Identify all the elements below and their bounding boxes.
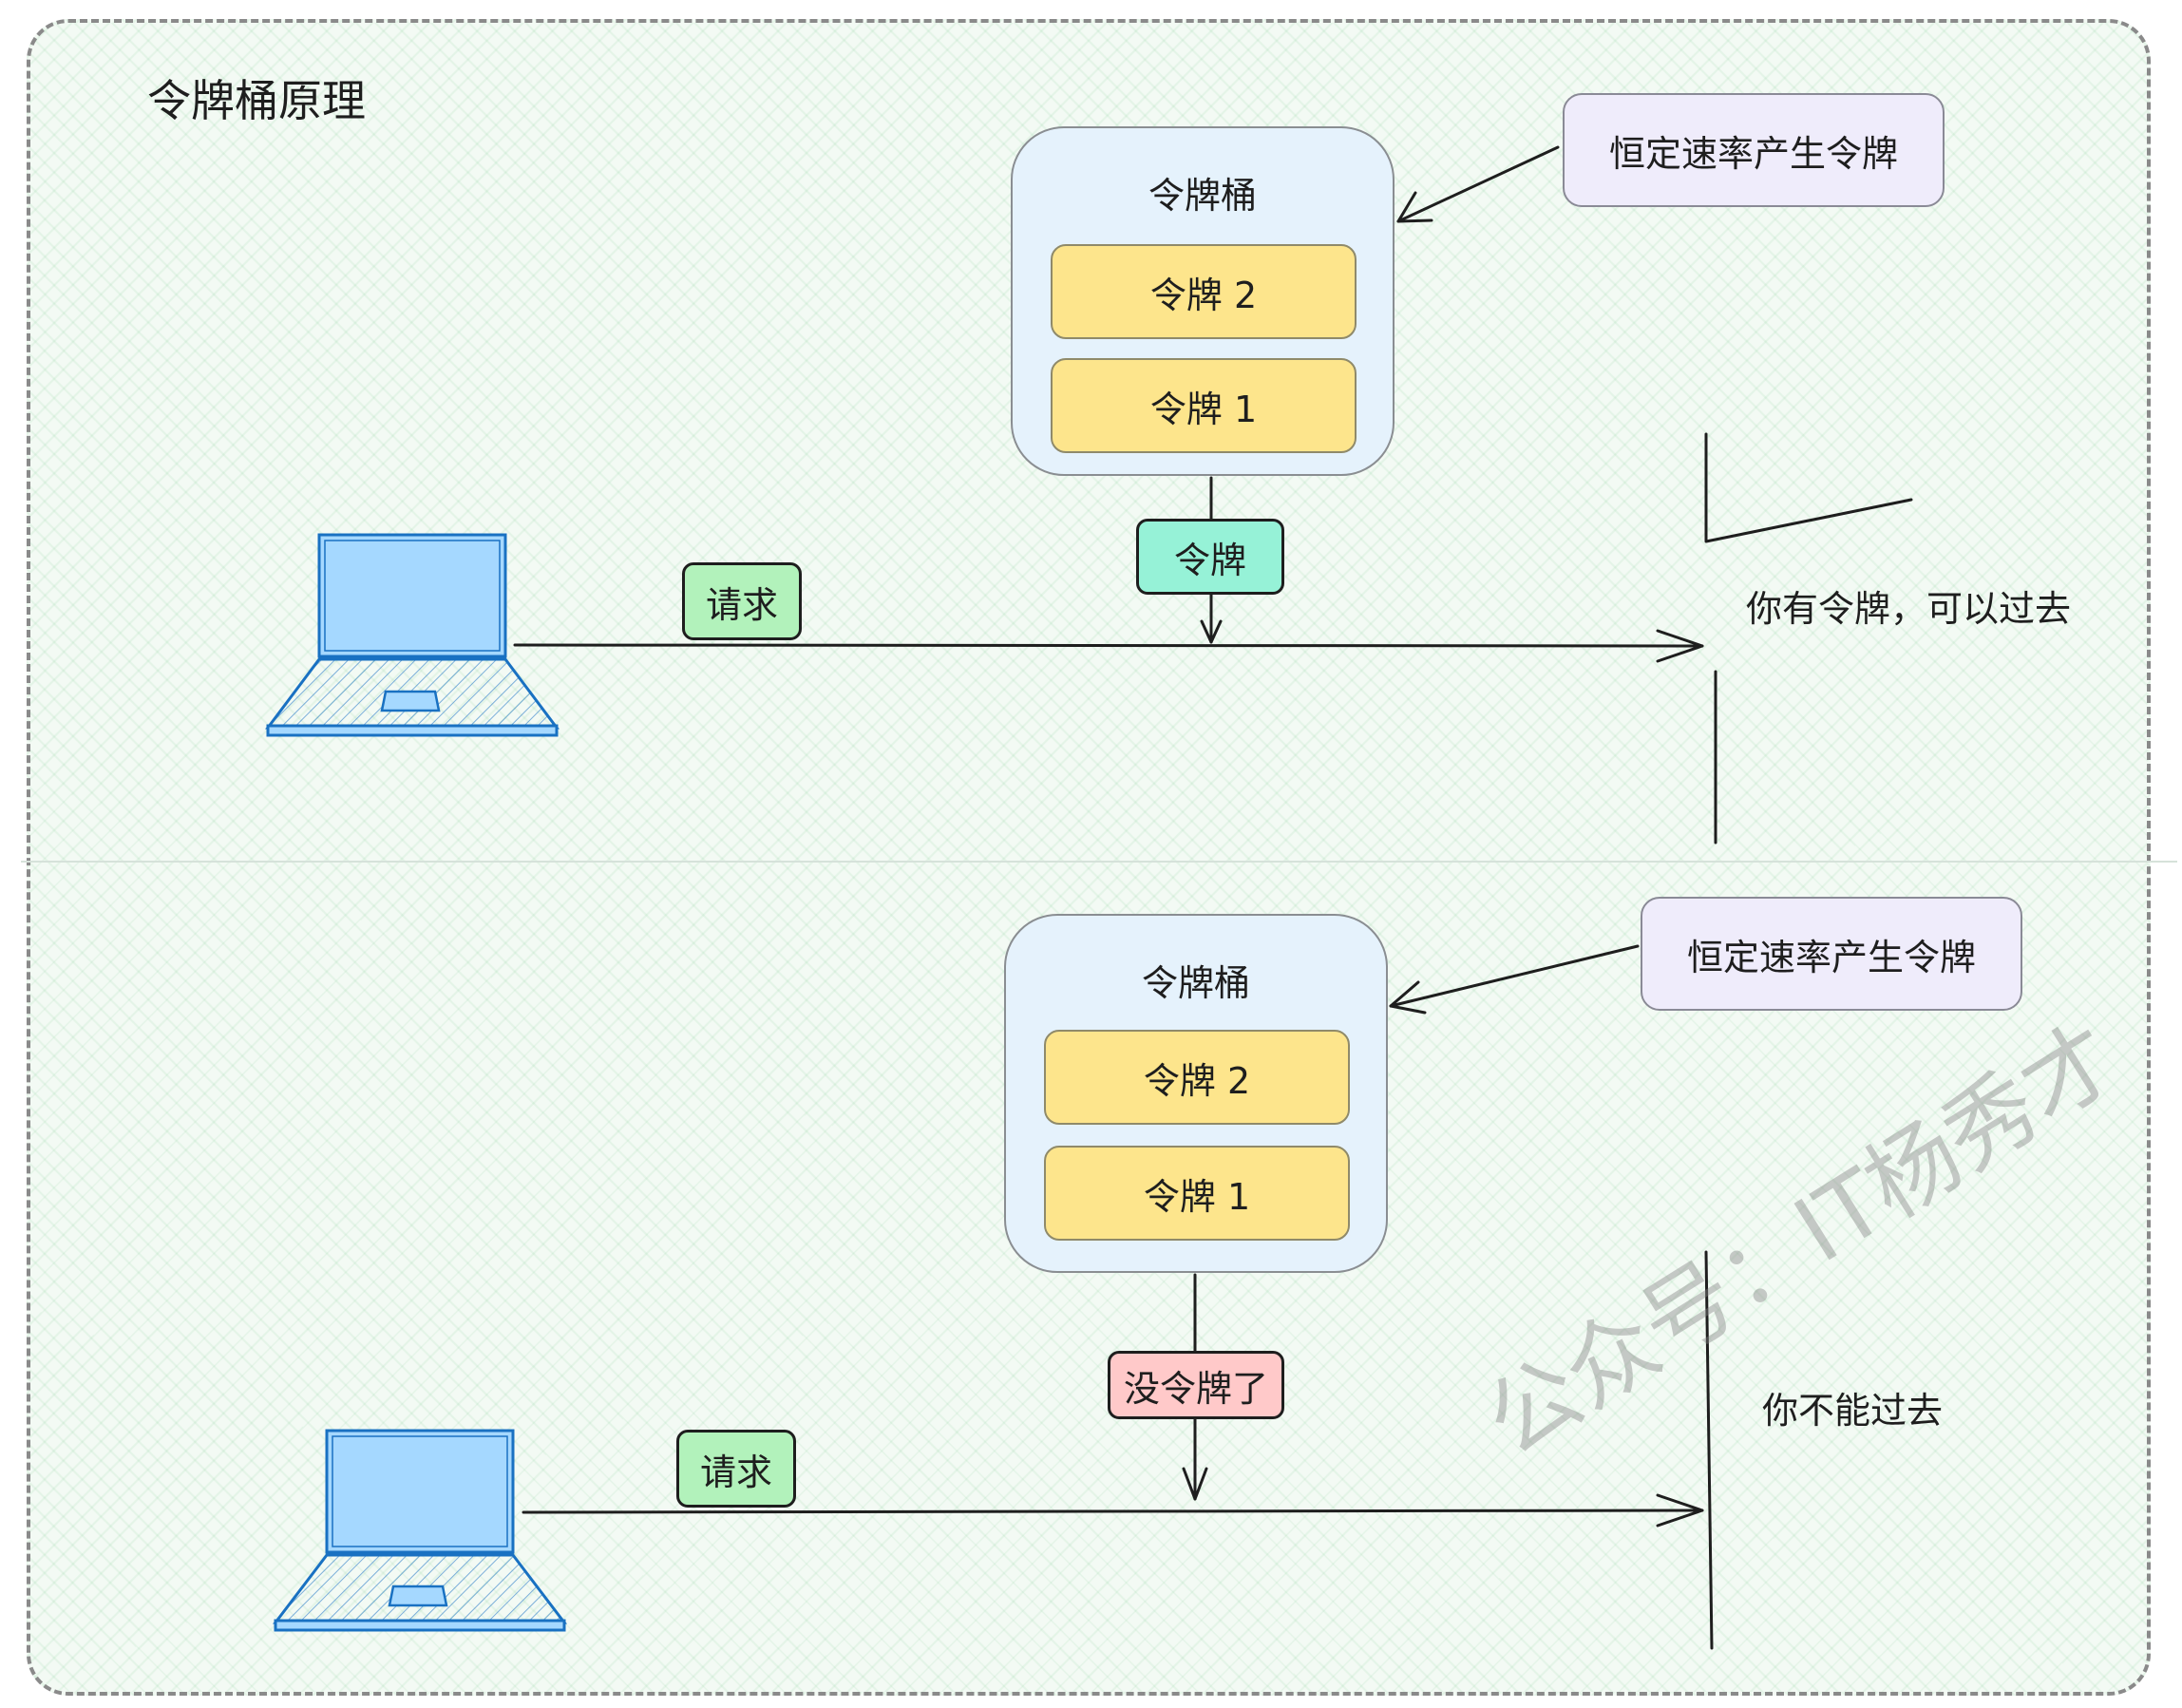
token-2: 令牌 2	[1044, 1030, 1350, 1125]
token-1: 令牌 1	[1051, 358, 1357, 453]
diagram-title: 令牌桶原理	[147, 75, 366, 126]
pass-result-text: 你有令牌，可以过去	[1746, 588, 2072, 630]
laptop-icon	[272, 1429, 568, 1632]
blocked-result-text: 你不能过去	[1762, 1390, 1944, 1432]
request-tag-2: 请求	[676, 1430, 796, 1508]
token-tag: 令牌	[1136, 519, 1284, 595]
token-2: 令牌 2	[1051, 244, 1357, 339]
request-arrow-1	[513, 643, 1704, 648]
rate-generator-1: 恒定速率产生令牌	[1563, 93, 1945, 207]
request-arrow-2	[522, 1509, 1704, 1514]
rate-arrow-2	[1389, 944, 1640, 1008]
no-token-tag: 没令牌了	[1108, 1351, 1284, 1419]
rate-generator-2: 恒定速率产生令牌	[1641, 897, 2022, 1011]
laptop-icon	[265, 533, 560, 737]
gate-open-upper	[1704, 432, 1913, 543]
token-1: 令牌 1	[1044, 1146, 1350, 1241]
token-bucket-2: 令牌桶 令牌 2 令牌 1	[1004, 914, 1388, 1273]
section-divider	[21, 861, 2177, 863]
request-tag-1: 请求	[682, 562, 802, 640]
bucket-label: 令牌桶	[1141, 962, 1250, 1004]
token-bucket-1: 令牌桶 令牌 2 令牌 1	[1011, 126, 1395, 476]
bucket-label: 令牌桶	[1148, 175, 1257, 217]
gate-closed	[1704, 1250, 1714, 1650]
rate-arrow-1	[1396, 145, 1560, 223]
